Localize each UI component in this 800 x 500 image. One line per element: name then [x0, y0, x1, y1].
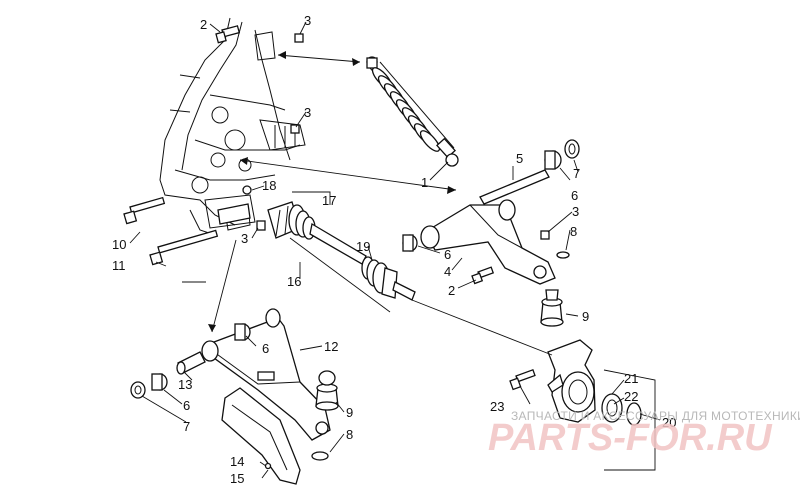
callout-20: 20 — [662, 415, 676, 430]
upper-a-arm — [420, 199, 556, 285]
cv-drive-shaft — [267, 201, 416, 301]
callout-11: 11 — [112, 258, 126, 273]
callout-6-lower-top: 6 — [262, 341, 269, 356]
bushings-upper — [402, 150, 562, 252]
snap-ring-lower — [311, 451, 329, 461]
upper-pivot-rod — [479, 169, 550, 205]
bolt-2-top — [215, 25, 241, 44]
callout-8-upper: 8 — [570, 224, 577, 239]
frame-section — [159, 17, 306, 236]
callout-17: 17 — [322, 193, 336, 208]
bolt-11 — [149, 229, 219, 266]
shock-absorber — [366, 56, 459, 167]
seal-upper — [564, 139, 580, 159]
lower-pivot-tube — [176, 351, 206, 375]
lower-a-arm — [201, 308, 331, 441]
callout-3-top: 3 — [304, 13, 311, 28]
callout-16: 16 — [287, 274, 301, 289]
bracket-18 — [217, 185, 252, 225]
snap-ring-upper — [556, 251, 570, 259]
watermark: ЗАПЧАСТИ И АКСЕССУАРЫ ДЛЯ МОТОТЕХНИКИ PA… — [488, 409, 800, 459]
bolt-2-arm — [471, 266, 495, 285]
callout-18: 18 — [262, 178, 276, 193]
callout-4: 4 — [444, 264, 451, 279]
callout-15: 15 — [230, 471, 244, 486]
ball-joint-lower — [315, 370, 339, 411]
callout-6-upper-right: 6 — [571, 188, 578, 203]
bolt-23 — [509, 369, 536, 391]
callout-10: 10 — [112, 237, 126, 252]
callout-5: 5 — [516, 151, 523, 166]
callout-21: 21 — [624, 371, 638, 386]
callout-3-arm: 3 — [572, 204, 579, 219]
callout-6-upper-left: 6 — [444, 247, 451, 262]
callout-2-arm: 2 — [448, 283, 455, 298]
bolt-10 — [123, 196, 166, 225]
callout-6-lower: 6 — [183, 398, 190, 413]
bushings-lower — [151, 323, 251, 391]
skid-plate — [221, 387, 301, 485]
callout-9-upper: 9 — [582, 309, 589, 324]
assembly-lines — [182, 54, 656, 471]
callout-9-lower: 9 — [346, 405, 353, 420]
callout-labels: 2 3 3 1 5 7 6 3 8 6 4 2 9 18 17 3 19 16 … — [112, 13, 676, 486]
callout-19: 19 — [356, 239, 370, 254]
callout-7-lower: 7 — [183, 419, 190, 434]
callout-3-frame: 3 — [304, 105, 311, 120]
callout-13: 13 — [178, 377, 192, 392]
steering-knuckle — [547, 339, 596, 423]
callout-12: 12 — [324, 339, 338, 354]
callout-2-top: 2 — [200, 17, 207, 32]
callout-23: 23 — [490, 399, 504, 414]
ball-joint-upper — [540, 289, 564, 327]
shock-spring — [371, 67, 441, 152]
callout-14: 14 — [230, 454, 244, 469]
callout-22: 22 — [624, 389, 638, 404]
callout-8-lower: 8 — [346, 427, 353, 442]
seal-lower — [130, 381, 146, 399]
watermark-caption: ЗАПЧАСТИ И АКСЕССУАРЫ ДЛЯ МОТОТЕХНИКИ — [511, 409, 800, 423]
callout-leaders — [129, 21, 661, 479]
arrowheads — [208, 51, 456, 332]
callout-7-upper: 7 — [573, 166, 580, 181]
watermark-logo: PARTS-FOR.RU — [488, 417, 773, 459]
nuts — [256, 33, 550, 240]
callout-1: 1 — [421, 175, 428, 190]
callout-3-shaft: 3 — [241, 231, 248, 246]
